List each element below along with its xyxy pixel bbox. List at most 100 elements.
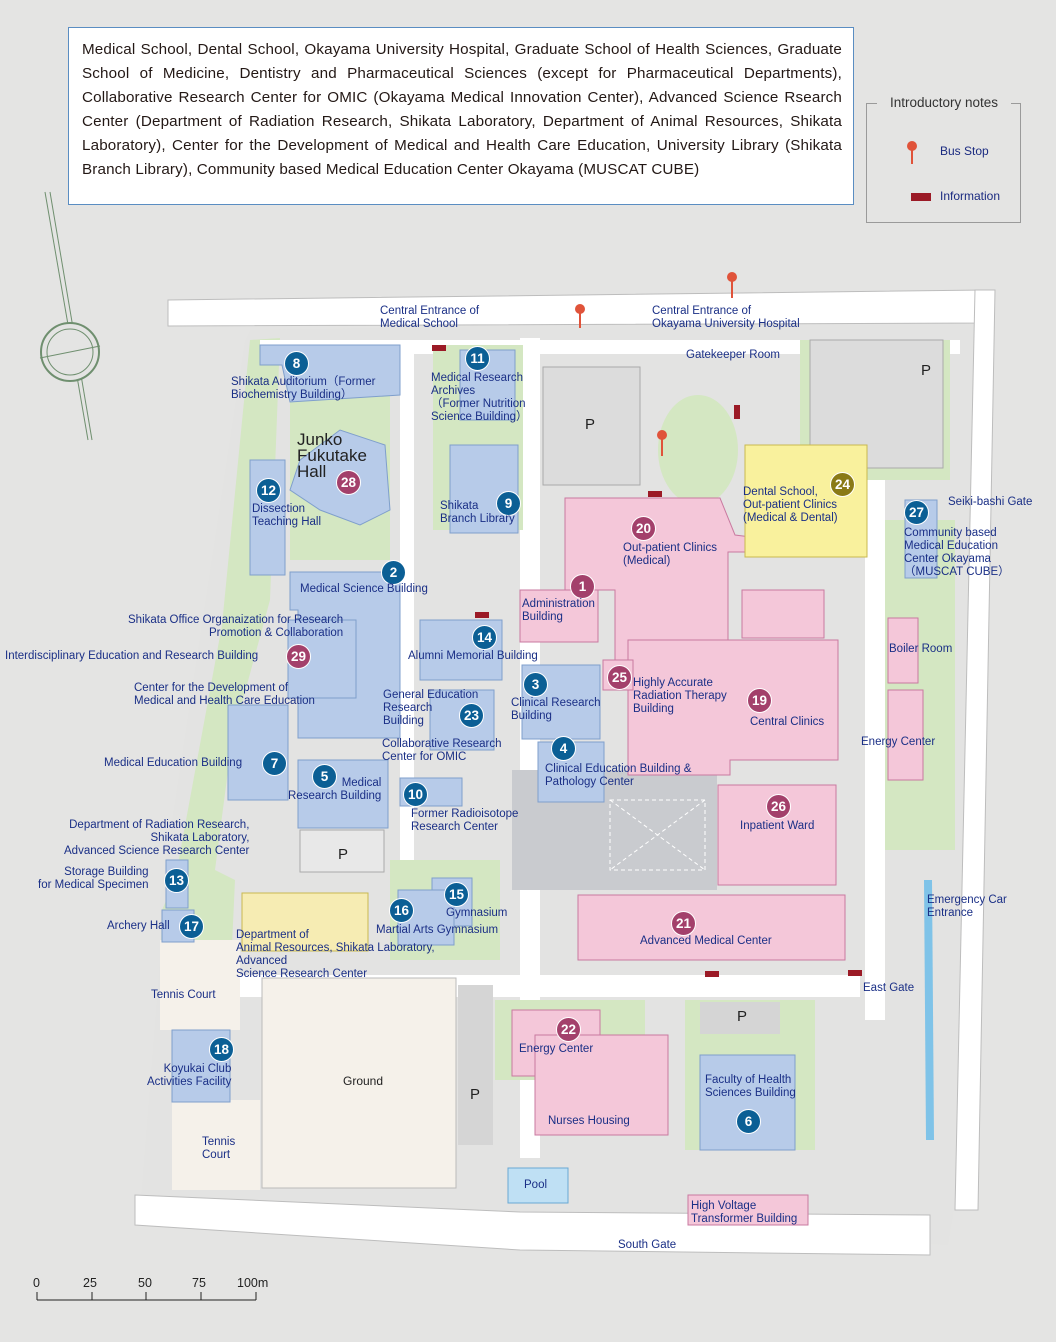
label-tennis-court-2: Tennis Court bbox=[202, 1136, 236, 1161]
pool-basin bbox=[507, 1167, 569, 1204]
badge-3[interactable]: 3 bbox=[523, 672, 548, 697]
label-building-3: Clinical Research Building bbox=[511, 697, 601, 722]
helipad bbox=[609, 799, 706, 871]
badge-4[interactable]: 4 bbox=[551, 736, 576, 761]
label-building-26: Inpatient Ward bbox=[740, 820, 815, 832]
badge-28[interactable]: 28 bbox=[336, 470, 361, 495]
scale-tick-100m: 100m bbox=[237, 1276, 269, 1290]
badge-21[interactable]: 21 bbox=[671, 911, 696, 936]
scale-tick-0: 0 bbox=[33, 1276, 40, 1290]
badge-14[interactable]: 14 bbox=[472, 625, 497, 650]
building-18 bbox=[171, 1029, 231, 1103]
badge-7[interactable]: 7 bbox=[262, 751, 287, 776]
label-building-20: Out-patient Clinics (Medical) bbox=[623, 542, 717, 567]
label-building-10: Former Radioisotope Research Center bbox=[411, 808, 519, 833]
building-19 bbox=[627, 639, 839, 776]
ground-label: Ground bbox=[343, 1074, 384, 1088]
label-building-19: Central Clinics bbox=[750, 716, 825, 728]
badge-11[interactable]: 11 bbox=[465, 346, 490, 371]
parking-mark: P bbox=[737, 1008, 748, 1025]
badge-22[interactable]: 22 bbox=[556, 1017, 581, 1042]
ground-field bbox=[261, 977, 457, 1189]
badge-15[interactable]: 15 bbox=[444, 882, 469, 907]
label-seiki-gate: Seiki-bashi Gate bbox=[948, 496, 1033, 508]
parking-se bbox=[700, 1002, 780, 1034]
badge-13[interactable]: 13 bbox=[164, 868, 189, 893]
label-building-27: Community based Medical Education Center… bbox=[904, 527, 1010, 578]
label-central-entrance-med: Central Entrance of Medical School bbox=[380, 305, 480, 330]
badge-18[interactable]: 18 bbox=[209, 1037, 234, 1062]
badge-20[interactable]: 20 bbox=[631, 516, 656, 541]
parking-west bbox=[299, 829, 385, 873]
bus-stop-legend-icon bbox=[907, 141, 917, 164]
badge-29[interactable]: 29 bbox=[286, 644, 311, 669]
building-14 bbox=[419, 619, 503, 681]
information-legend-icon bbox=[911, 193, 931, 201]
scale-tick-50: 50 bbox=[138, 1276, 152, 1290]
building-24 bbox=[744, 444, 868, 558]
label-building-6: Faculty of Health Sciences Building bbox=[705, 1074, 796, 1099]
label-building-2: Medical Science Building bbox=[300, 583, 428, 595]
building-nurses bbox=[534, 1034, 669, 1136]
legend-bus-stop: Bus Stop bbox=[940, 144, 989, 158]
badge-8[interactable]: 8 bbox=[284, 351, 309, 376]
label-building-8: Shikata Auditorium（Former Biochemistry B… bbox=[231, 376, 376, 401]
badge-10[interactable]: 10 bbox=[403, 782, 428, 807]
building-dept-animal bbox=[241, 892, 369, 952]
label-building-24: Dental School, Out-patient Clinics (Medi… bbox=[743, 486, 838, 524]
badge-12[interactable]: 12 bbox=[256, 478, 281, 503]
label-building-5: Medical Research Building bbox=[288, 777, 382, 802]
road-east bbox=[954, 289, 996, 1211]
label-building-9: Shikata Branch Library bbox=[440, 500, 515, 525]
label-building-14: Alumni Memorial Building bbox=[408, 650, 538, 662]
label-building-25: Highly Accurate Radiation Therapy Buildi… bbox=[633, 677, 727, 715]
scale-tick-75: 75 bbox=[192, 1276, 206, 1290]
label-south-gate: South Gate bbox=[618, 1239, 677, 1251]
information-markers bbox=[432, 345, 862, 977]
scale-bar bbox=[36, 1292, 257, 1301]
badge-5[interactable]: 5 bbox=[312, 764, 337, 789]
badge-27[interactable]: 27 bbox=[904, 500, 929, 525]
parking-mark: P bbox=[921, 362, 932, 379]
label-shikata-office: Shikata Office Organaization for Researc… bbox=[128, 614, 344, 639]
road-west-inner bbox=[400, 340, 414, 900]
badge-1[interactable]: 1 bbox=[570, 574, 595, 599]
label-boiler: Boiler Room bbox=[889, 643, 953, 655]
label-emergency: Emergency Car Entrance bbox=[927, 894, 1007, 919]
building-6 bbox=[699, 1054, 796, 1151]
road-east-inner bbox=[865, 340, 885, 1020]
tennis-court-north bbox=[160, 940, 240, 1030]
badge-24[interactable]: 24 bbox=[830, 472, 855, 497]
label-building-15: Gymnasium bbox=[446, 907, 508, 919]
badge-2[interactable]: 2 bbox=[381, 560, 406, 585]
badge-17[interactable]: 17 bbox=[179, 914, 204, 939]
badge-16[interactable]: 16 bbox=[389, 898, 414, 923]
river-east bbox=[924, 879, 934, 1141]
badge-25[interactable]: 25 bbox=[607, 665, 632, 690]
building-9 bbox=[449, 444, 519, 534]
label-building-21: Advanced Medical Center bbox=[640, 935, 772, 947]
label-building-1: Administration Building bbox=[522, 598, 595, 623]
building-21 bbox=[577, 894, 846, 961]
label-building-11: Medical Research Archives （Former Nutrit… bbox=[431, 372, 528, 423]
parking-mark: P bbox=[338, 846, 349, 863]
badge-23[interactable]: 23 bbox=[459, 703, 484, 728]
badge-6[interactable]: 6 bbox=[736, 1109, 761, 1134]
legend: Introductory notes Bus Stop Information bbox=[866, 95, 1021, 223]
green-roundabout bbox=[658, 395, 738, 505]
badge-9[interactable]: 9 bbox=[496, 491, 521, 516]
label-pool: Pool bbox=[524, 1179, 548, 1191]
badge-19[interactable]: 19 bbox=[747, 688, 772, 713]
label-building-29: Interdisciplinary Education and Research… bbox=[5, 650, 259, 662]
label-building-18: Koyukai Club Activities Facility bbox=[147, 1063, 232, 1088]
label-building-17: Archery Hall bbox=[107, 920, 170, 932]
parking-mark: P bbox=[585, 416, 596, 433]
badge-26[interactable]: 26 bbox=[766, 794, 791, 819]
label-energy-center-east: Energy Center bbox=[861, 736, 936, 748]
label-central-entrance-hosp: Central Entrance of Okayama University H… bbox=[652, 305, 800, 330]
label-nurses-housing: Nurses Housing bbox=[548, 1115, 630, 1127]
intro-text: Medical School, Dental School, Okayama U… bbox=[68, 27, 854, 205]
label-dept-radiation: Department of Radiation Research, Shikat… bbox=[64, 819, 250, 857]
label-building-13: Storage Building for Medical Specimen bbox=[38, 866, 149, 891]
